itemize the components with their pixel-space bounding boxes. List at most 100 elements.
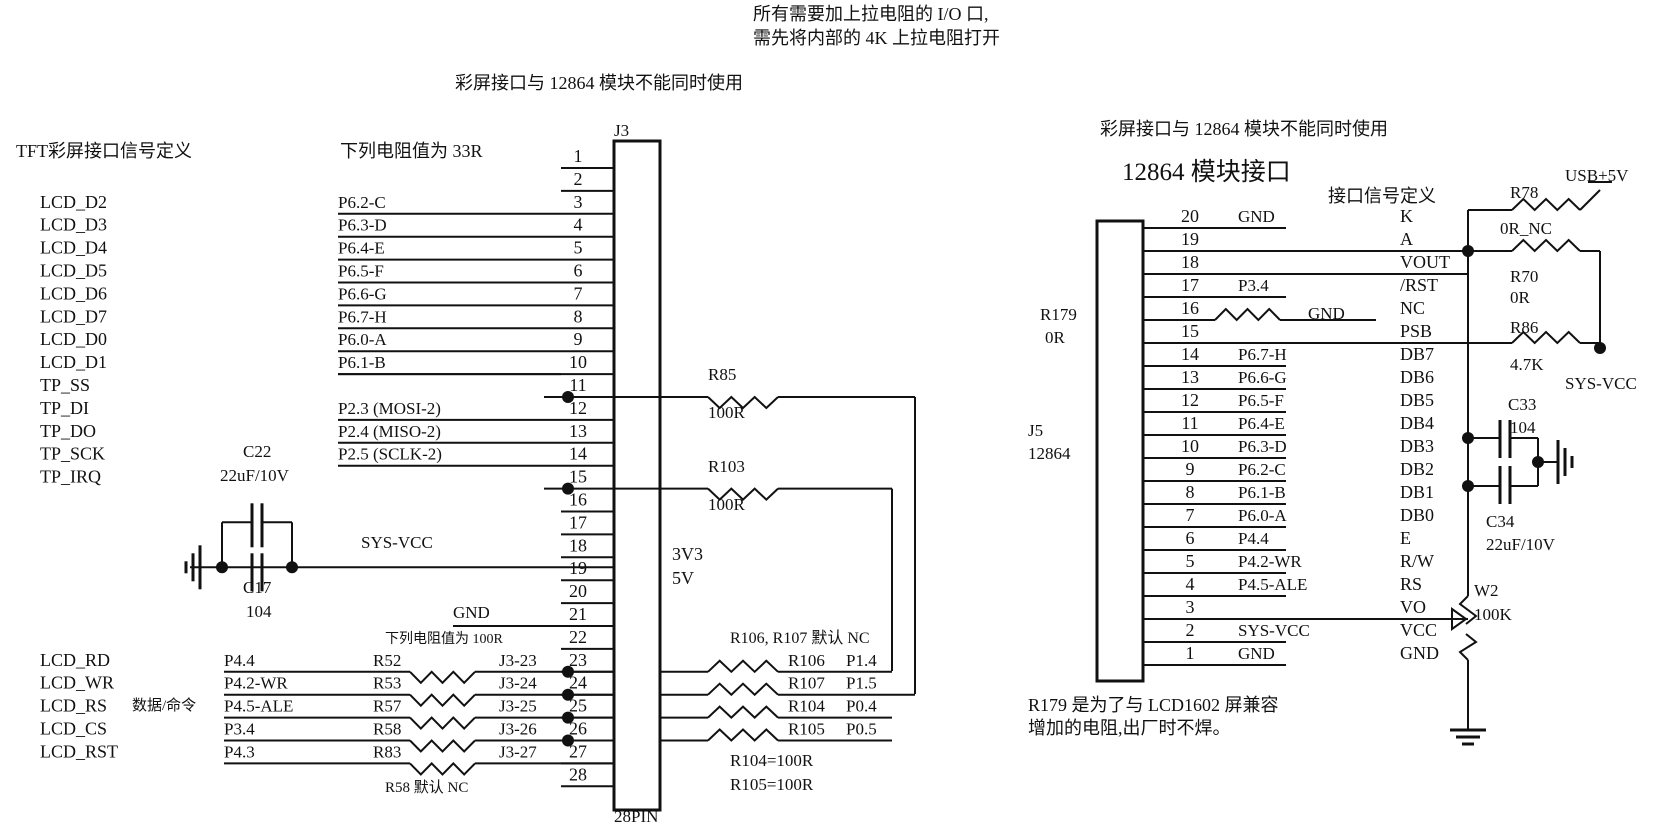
j3-pin-22: 22 bbox=[569, 627, 587, 647]
j3-pins: 1234567891011121314151617181920212223242… bbox=[561, 146, 614, 788]
series-ref-2: R57 bbox=[373, 697, 402, 716]
j5-pin-13: 13 bbox=[1181, 367, 1199, 387]
j3-pin-15: 15 bbox=[569, 467, 587, 487]
r86-ref: R86 bbox=[1510, 318, 1538, 337]
r105-value-note: R105=100R bbox=[730, 775, 814, 794]
j5-signal-15: PSB bbox=[1400, 321, 1432, 341]
tft-signal-lcd-d6: LCD_D6 bbox=[40, 283, 107, 303]
j5-pin-17: 17 bbox=[1181, 275, 1199, 295]
exclusive-note-left: 彩屏接口与 12864 模块不能同时使用 bbox=[455, 73, 743, 93]
j5-pin-11: 11 bbox=[1181, 413, 1198, 433]
j3-net-p9: P6.0-A bbox=[338, 330, 387, 349]
sys-vcc-label-right: SYS-VCC bbox=[1565, 374, 1637, 393]
j5-net-14: P6.7-H bbox=[1238, 345, 1287, 364]
r78-symbol bbox=[1511, 197, 1581, 212]
j5-net-20: GND bbox=[1238, 207, 1275, 226]
right-res-ref-0: R106 bbox=[788, 651, 825, 670]
tft-signal-lcd-d3: LCD_D3 bbox=[40, 215, 107, 235]
c34-value: 22uF/10V bbox=[1486, 535, 1556, 554]
j5-pin-4: 4 bbox=[1186, 574, 1195, 594]
j5-pin-7: 7 bbox=[1186, 505, 1195, 525]
resistor-33r-note: 下列电阻值为 33R bbox=[340, 141, 483, 161]
j5-net-12: P6.5-F bbox=[1238, 391, 1284, 410]
j5-pin-19: 19 bbox=[1181, 229, 1199, 249]
j5-signal-12: DB5 bbox=[1400, 390, 1434, 410]
right-resistor-0 bbox=[707, 659, 779, 674]
j5-signal-18: VOUT bbox=[1400, 252, 1450, 272]
j5-pin-16: 16 bbox=[1181, 298, 1199, 318]
series-net-0: P4.4 bbox=[224, 651, 255, 670]
w2-wiper-arrow bbox=[1451, 607, 1468, 631]
series-resistor-2 bbox=[409, 716, 476, 731]
series-net-4: P4.3 bbox=[224, 742, 255, 761]
j3-pin-13: 13 bbox=[569, 421, 587, 441]
j3-pin-21: 21 bbox=[569, 604, 587, 624]
j3-net-p5: P6.4-E bbox=[338, 239, 385, 258]
r78-to-usb bbox=[1579, 189, 1601, 211]
r70-ref: R70 bbox=[1510, 267, 1538, 286]
j5-net-13: P6.6-G bbox=[1238, 368, 1287, 387]
j5-signal-7: DB0 bbox=[1400, 505, 1434, 525]
series-junction-3 bbox=[562, 734, 574, 747]
c17-value: 104 bbox=[246, 602, 272, 621]
j5-net-8: P6.1-B bbox=[1238, 483, 1286, 502]
j3-pin-6: 6 bbox=[574, 261, 583, 281]
j5-signal-4: RS bbox=[1400, 574, 1422, 594]
gnd-label-j3: GND bbox=[453, 603, 490, 622]
j5-pin-14: 14 bbox=[1181, 344, 1199, 364]
j3-pin-26: 26 bbox=[569, 719, 587, 739]
j5-net-7: P6.0-A bbox=[1238, 506, 1287, 525]
r70-value: 0R bbox=[1510, 288, 1531, 307]
series-ref-3: R58 bbox=[373, 720, 401, 739]
right-res-net-2: P0.4 bbox=[846, 697, 877, 716]
j3-net-p4: P6.3-D bbox=[338, 216, 387, 235]
j3-pin-23: 23 bbox=[569, 650, 587, 670]
j3-net-p3: P6.2-C bbox=[338, 193, 386, 212]
c22-value: 22uF/10V bbox=[220, 466, 290, 485]
j5-ref: J5 bbox=[1028, 421, 1043, 440]
j3-pin-18: 18 bbox=[569, 535, 587, 555]
lcd12864-signal-title: 接口信号定义 bbox=[1328, 186, 1436, 206]
tft-title: TFT彩屏接口信号定义 bbox=[16, 141, 192, 161]
j5-pin-12: 12 bbox=[1181, 390, 1199, 410]
right-res-ref-3: R105 bbox=[788, 720, 825, 739]
j3-net-p6: P6.5-F bbox=[338, 262, 384, 281]
j5-pin-20: 20 bbox=[1181, 206, 1199, 226]
r85-value: 100R bbox=[708, 403, 746, 422]
j3-pin-5: 5 bbox=[574, 238, 583, 258]
series-pin-3: J3-26 bbox=[499, 720, 537, 739]
j5-pin-18: 18 bbox=[1181, 252, 1199, 272]
series-net-1: P4.2-WR bbox=[224, 674, 288, 693]
tft-signal-tp-do: TP_DO bbox=[40, 421, 96, 441]
j5-signal-19: A bbox=[1400, 229, 1413, 249]
series-pin-0: J3-23 bbox=[499, 651, 537, 670]
tft-control-lcd-rst: LCD_RST bbox=[40, 741, 118, 761]
pullup-note-line2: 需先将内部的 4K 上拉电阻打开 bbox=[753, 28, 1000, 48]
j5-signal-1: GND bbox=[1400, 643, 1439, 663]
j5-pin-9: 9 bbox=[1186, 459, 1195, 479]
j5-signal-10: DB3 bbox=[1400, 436, 1434, 456]
series-junction-0 bbox=[562, 665, 574, 678]
j3-nets: P6.2-CP6.3-DP6.4-EP6.5-FP6.6-GP6.7-HP6.0… bbox=[338, 193, 561, 467]
j5-signal-8: DB1 bbox=[1400, 482, 1434, 502]
j5-net-6: P4.4 bbox=[1238, 529, 1269, 548]
r78-value: 0R_NC bbox=[1500, 219, 1552, 238]
right-res-ref-1: R107 bbox=[788, 674, 825, 693]
junction-sys-vcc bbox=[1594, 342, 1606, 354]
j3-pin-2: 2 bbox=[574, 169, 583, 189]
r104-value-note: R104=100R bbox=[730, 751, 814, 770]
right-resistor-2 bbox=[707, 705, 779, 719]
c33-ref: C33 bbox=[1508, 395, 1536, 414]
j3-pin-4: 4 bbox=[574, 215, 583, 235]
right-resistor-1 bbox=[707, 682, 779, 697]
j5-signal-16: NC bbox=[1400, 298, 1425, 318]
series-pin-1: J3-24 bbox=[499, 674, 537, 693]
tft-control-lcd-rs: LCD_RS bbox=[40, 696, 107, 716]
r86-symbol bbox=[1511, 330, 1581, 345]
sys-vcc-label-left: SYS-VCC bbox=[361, 533, 433, 552]
series-ref-0: R52 bbox=[373, 651, 401, 670]
j5-pin-3: 3 bbox=[1186, 597, 1195, 617]
j3-pin-10: 10 bbox=[569, 352, 587, 372]
data-cmd-note: 数据/命令 bbox=[132, 696, 196, 714]
